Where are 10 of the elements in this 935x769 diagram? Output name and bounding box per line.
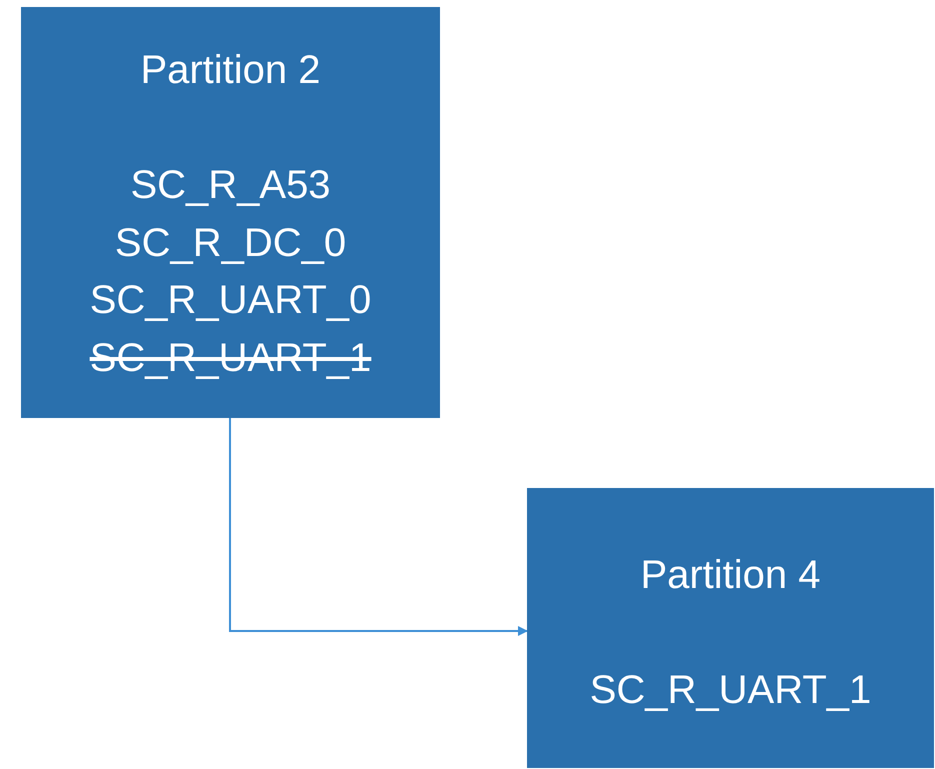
- partition-box: [527, 488, 934, 768]
- resource-name: SC_R_UART_1: [588, 667, 872, 714]
- arrow: [229, 418, 528, 636]
- resource-name: SC_R_UART_0: [88, 277, 372, 324]
- partition-title: Partition 2: [139, 47, 322, 94]
- partition-title: Partition 4: [639, 552, 822, 599]
- struck-resource-name: SC_R_UART_1: [88, 335, 372, 382]
- resource-name: SC_R_A53: [129, 162, 332, 209]
- partition-box: [21, 7, 440, 418]
- resource-name: SC_R_DC_0: [114, 220, 348, 267]
